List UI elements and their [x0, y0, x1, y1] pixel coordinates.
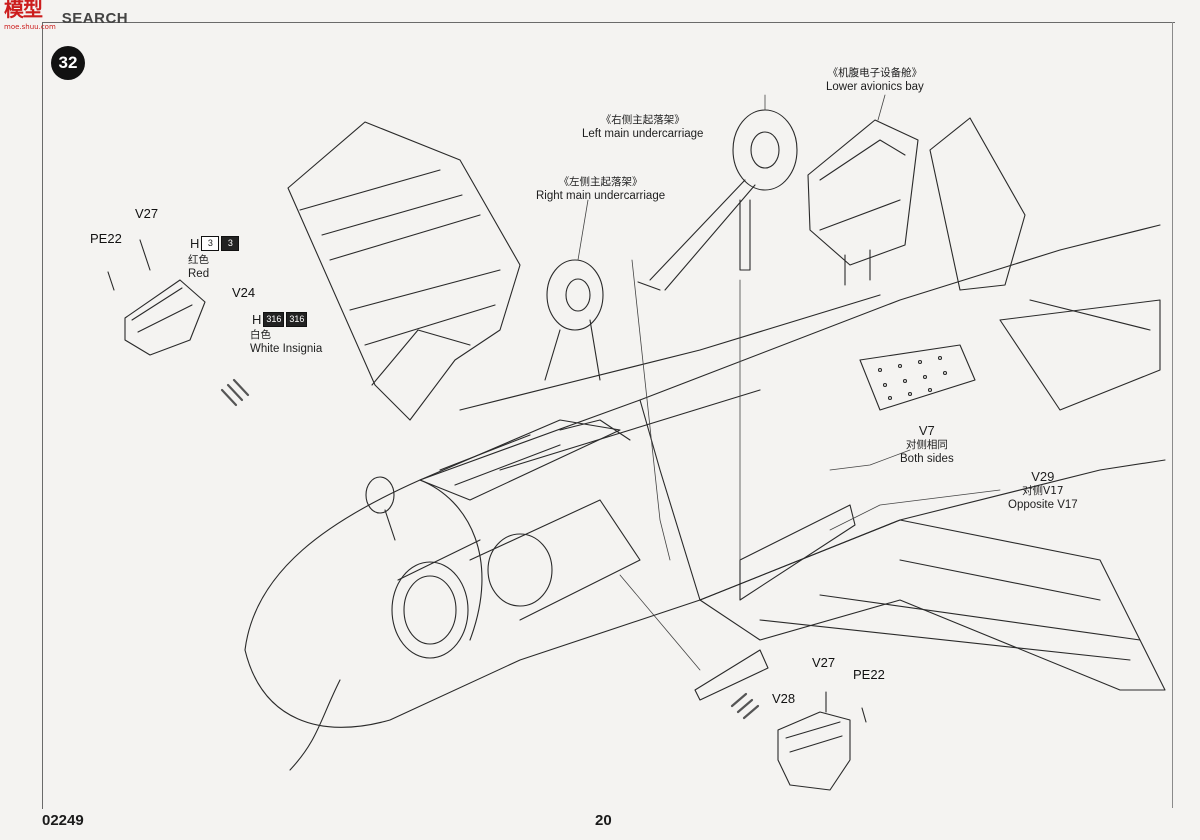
cockpit	[419, 419, 621, 501]
step-number-badge: 32	[51, 46, 85, 80]
right-main-undercarriage-label-en: Right main undercarriage	[536, 190, 666, 202]
left-wing	[287, 121, 521, 421]
v27-left-label: V27	[135, 206, 159, 221]
lower-avionics-bay-label-cn: 《机腹电子设备舱》	[827, 67, 923, 79]
lower-avionics-bay	[807, 119, 919, 286]
right-main-undercarriage-label-cn: 《左侧主起落架》	[558, 176, 643, 188]
v24-label: V24	[232, 285, 256, 300]
lower-avionics-bay-label-en: Lower avionics bay	[826, 81, 924, 93]
avionics-bay-panel	[859, 344, 976, 411]
v29-callout: V29 对侧V17 Opposite V17	[1008, 470, 1078, 512]
left-main-undercarriage-callout: 《右侧主起落架》 Left main undercarriage	[582, 113, 703, 141]
page-edge	[1172, 22, 1173, 808]
decal-white-prefix: H	[252, 312, 262, 327]
v29-label-cn: 对侧V17	[1022, 485, 1064, 497]
decal-red-callout: 红色 Red	[188, 253, 209, 281]
v7-label-cn: 对侧相同	[905, 439, 948, 451]
decal-white-box-2: 316	[286, 312, 308, 327]
pe22-left-label: PE22	[90, 231, 122, 246]
v29-part-label: V29	[1031, 469, 1055, 484]
watermark-logo: 模型 moe.shuu.com	[4, 0, 56, 36]
left-main-undercarriage-label-en: Left main undercarriage	[582, 128, 704, 140]
decal-white-callout: 白色 White Insignia	[250, 328, 322, 356]
lower-avionics-bay-callout: 《机腹电子设备舱》 Lower avionics bay	[826, 66, 924, 94]
left-hatch-subassembly	[107, 239, 206, 356]
decal-key-red: H 3 3	[190, 236, 240, 251]
kit-number: 02249	[42, 812, 84, 829]
watermark-text: SEARCH	[61, 9, 129, 27]
v7-part-label: V7	[918, 423, 935, 438]
decal-white-box-1: 316	[263, 312, 285, 327]
right-hatch-subassembly	[777, 691, 867, 791]
decal-red-label-cn: 红色	[188, 254, 209, 266]
nose-undercarriage	[289, 476, 396, 771]
decal-white-label-en: White Insignia	[250, 343, 323, 355]
fuselage	[244, 224, 1166, 728]
right-wing	[699, 519, 1166, 691]
v28-label: V28	[772, 691, 796, 706]
page-frame	[42, 22, 1175, 809]
pe22-right-label: PE22	[853, 667, 885, 682]
tail	[929, 117, 1161, 411]
leader-lines	[577, 94, 1001, 671]
right-main-undercarriage	[544, 259, 604, 381]
v7-callout: V7 对侧相同 Both sides	[900, 424, 954, 466]
decal-red-prefix: H	[190, 236, 200, 251]
watermark: 模型 moe.shuu.com SEARCH	[4, 0, 129, 32]
page-number: 20	[595, 812, 612, 829]
right-main-undercarriage-callout: 《左侧主起落架》 Right main undercarriage	[536, 175, 665, 203]
v29-label-en: Opposite V17	[1008, 499, 1078, 511]
direction-arrows	[220, 378, 760, 720]
speed-brake-panels	[694, 504, 856, 701]
watermark-logo-text: 模型	[4, 0, 43, 21]
watermark-logo-sub: moe.shuu.com	[4, 23, 56, 31]
v27-right-label: V27	[812, 655, 836, 670]
decal-key-white: H 316 316	[252, 312, 308, 327]
left-main-undercarriage-label-cn: 《右侧主起落架》	[600, 114, 685, 126]
engine-intake	[391, 499, 641, 659]
decal-red-box-2: 3	[221, 236, 240, 251]
v7-label-en: Both sides	[900, 453, 954, 465]
decal-red-label-en: Red	[188, 268, 210, 280]
decal-red-box-1: 3	[201, 236, 220, 251]
decal-white-label-cn: 白色	[250, 329, 271, 341]
left-main-undercarriage	[637, 109, 798, 291]
